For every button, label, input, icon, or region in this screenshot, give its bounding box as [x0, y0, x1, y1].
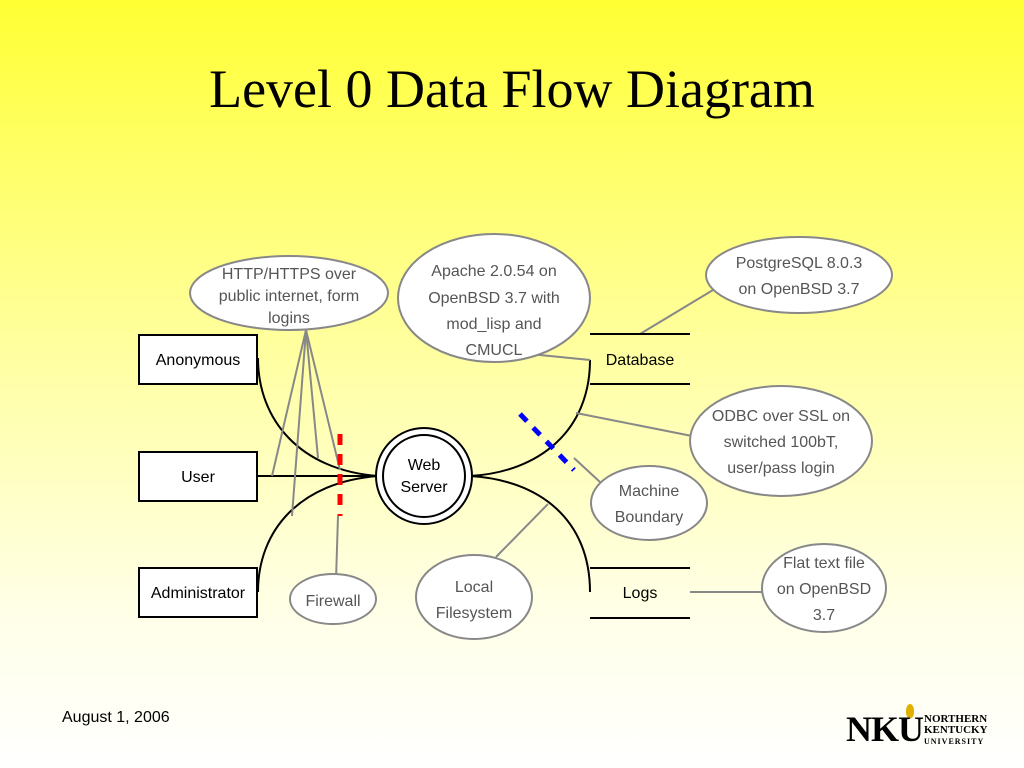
logo-line-2: KENTUCKY — [924, 724, 988, 736]
entity-user-label: User — [181, 469, 215, 486]
note-firewall: Firewall — [289, 573, 377, 625]
logo-line-3: UNIVERSITY — [924, 737, 985, 746]
flow-anonymous-webserver — [257, 357, 379, 477]
note-http: HTTP/HTTPS over public internet, form lo… — [189, 255, 389, 331]
note-postgres-line1: PostgreSQL 8.0.3 — [736, 255, 863, 272]
note-apache-line2: OpenBSD 3.7 with — [428, 290, 560, 307]
flow-admin-webserver — [257, 475, 379, 593]
flow-webserver-database — [469, 359, 591, 477]
note-apache-line3: mod_lisp and — [446, 316, 541, 333]
store-database: Database — [590, 333, 690, 385]
logo-line-1: NORTHERN — [924, 713, 988, 725]
machine-boundary — [518, 412, 576, 472]
note-odbc-line3: user/pass login — [727, 460, 835, 477]
footer-date: August 1, 2006 — [62, 709, 170, 726]
page-title: Level 0 Data Flow Diagram — [209, 59, 815, 119]
note-local-filesystem: Local Filesystem — [415, 554, 533, 640]
process-label-line2: Server — [400, 479, 448, 496]
logo-mark: NKU — [846, 709, 924, 749]
entity-administrator-label: Administrator — [151, 585, 246, 602]
note-machine-line1: Machine — [619, 483, 680, 500]
note-localfs-line2: Filesystem — [436, 605, 512, 622]
note-apache-line1: Apache 2.0.54 on — [431, 263, 556, 280]
flame-icon — [906, 704, 914, 718]
note-http-line1: HTTP/HTTPS over — [222, 266, 357, 283]
note-localfs-line1: Local — [455, 579, 493, 596]
note-odbc-line2: switched 100bT, — [724, 434, 839, 451]
note-machine-line2: Boundary — [615, 509, 684, 526]
process-web-server: Web Server — [375, 427, 473, 525]
note-firewall-label: Firewall — [305, 593, 360, 610]
note-odbc: ODBC over SSL on switched 100bT, user/pa… — [689, 385, 873, 497]
note-flatfile-line2: on OpenBSD — [777, 581, 871, 598]
store-database-label: Database — [606, 352, 675, 369]
note-apache: Apache 2.0.54 on OpenBSD 3.7 with mod_li… — [397, 233, 591, 363]
note-flatfile-line3: 3.7 — [813, 607, 835, 624]
store-logs-label: Logs — [623, 585, 658, 602]
note-apache-line4: CMUCL — [466, 342, 523, 359]
process-label-line1: Web — [408, 457, 441, 474]
entity-user: User — [138, 451, 258, 502]
note-postgres-line2: on OpenBSD 3.7 — [739, 281, 860, 298]
note-machine-boundary: Machine Boundary — [590, 465, 708, 541]
entity-administrator: Administrator — [138, 567, 258, 618]
entity-anonymous: Anonymous — [138, 334, 258, 385]
note-http-line2: public internet, form — [219, 288, 360, 305]
note-odbc-line1: ODBC over SSL on — [712, 408, 850, 425]
note-postgres: PostgreSQL 8.0.3 on OpenBSD 3.7 — [705, 236, 893, 314]
note-flatfile-line1: Flat text file — [783, 555, 865, 572]
note-flat-file: Flat text file on OpenBSD 3.7 — [761, 543, 887, 633]
note-http-line3: logins — [268, 310, 310, 327]
nku-logo: NKU NORTHERN KENTUCKY UNIVERSITY — [846, 704, 1006, 750]
flow-webserver-logs — [469, 475, 591, 593]
entity-anonymous-label: Anonymous — [156, 352, 241, 369]
store-logs: Logs — [590, 567, 690, 619]
